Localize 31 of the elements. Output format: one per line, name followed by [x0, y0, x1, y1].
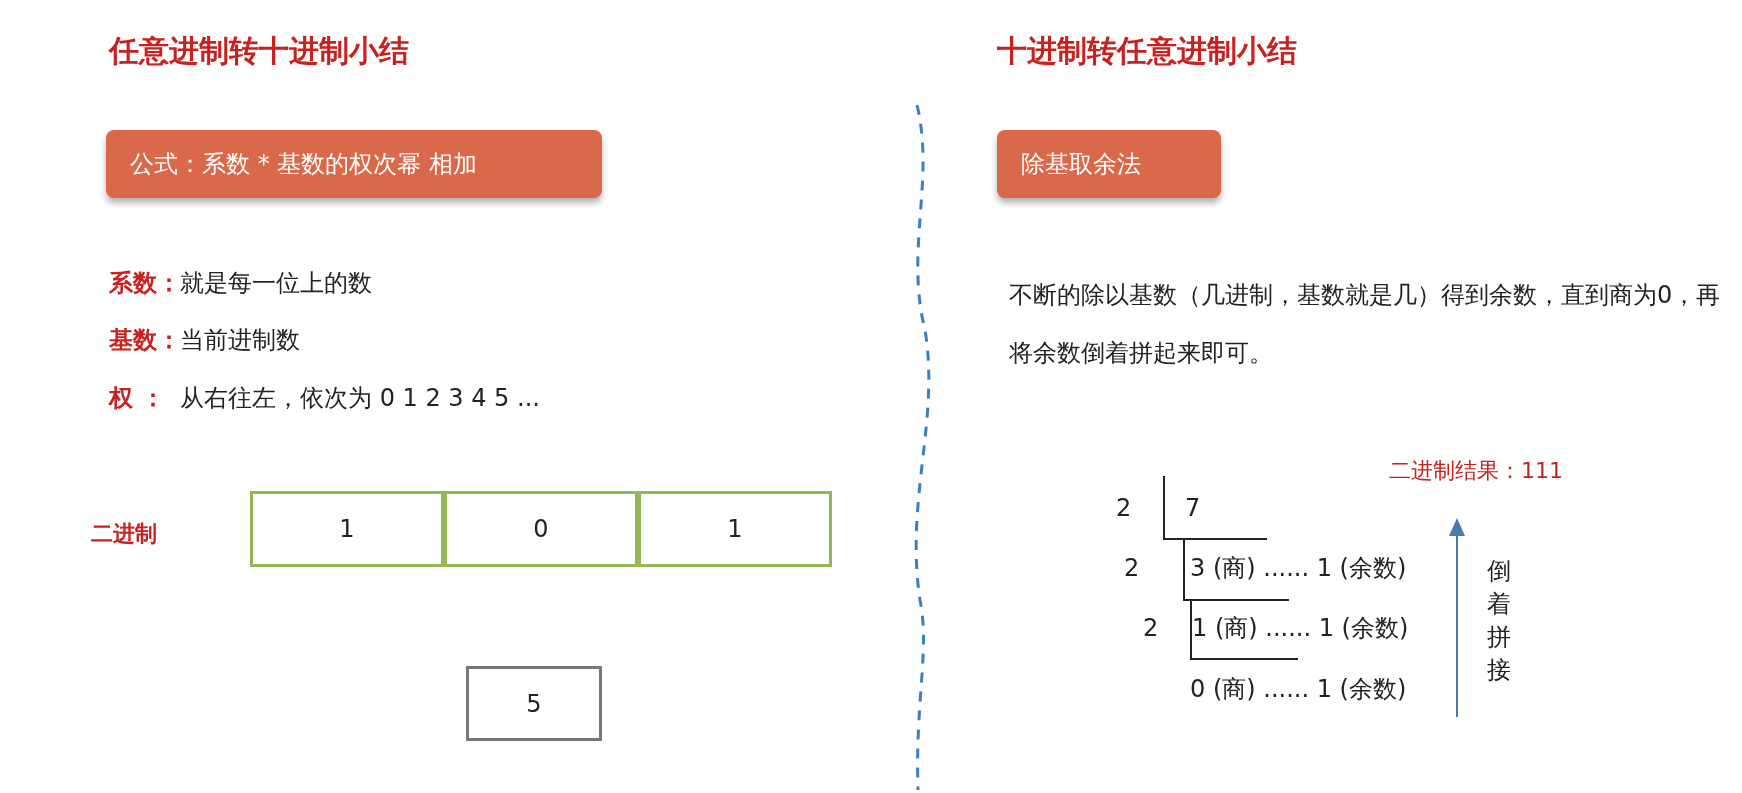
definition-text: 就是每一位上的数 — [180, 268, 372, 298]
box-label: 0 — [533, 515, 549, 543]
term-label: 系数： — [109, 268, 181, 298]
dividend-number: 7 — [1185, 493, 1201, 523]
method-box — [997, 130, 1221, 198]
section-title: 十进制转任意进制小结 — [997, 36, 1297, 66]
box-label: 除基取余法 — [1021, 149, 1141, 180]
definition-text: 当前进制数 — [180, 325, 300, 355]
divisor-number: 2 — [1116, 493, 1132, 523]
box-label: 1 — [339, 515, 355, 543]
section-title: 任意进制转十进制小结 — [109, 36, 409, 66]
digit-cell — [250, 491, 444, 567]
divisor-number: 2 — [1124, 553, 1140, 583]
box-label: 公式：系数 * 基数的权次幂 相加 — [130, 149, 477, 180]
digit-cell — [638, 491, 832, 567]
description-text: 不断的除以基数（几进制，基数就是几）得到余数，直到商为0，再将余数倒着拼起来即可。 — [1009, 280, 1722, 369]
quotient-remainder-text: 0 (商) ...... 1 (余数) — [1190, 674, 1407, 704]
term-label: 权 ： — [109, 383, 166, 413]
result-box — [466, 666, 602, 741]
box-label: 5 — [526, 689, 542, 718]
box-label: 1 — [727, 515, 743, 543]
digit-cell — [444, 491, 638, 567]
term-label: 基数： — [109, 325, 181, 355]
quotient-remainder-text: 1 (商) ...... 1 (余数) — [1192, 613, 1409, 643]
formula-box — [106, 130, 602, 198]
quotient-remainder-text: 3 (商) ...... 1 (余数) — [1190, 553, 1407, 583]
result-label: 二进制结果：111 — [1389, 457, 1563, 485]
definition-text: 从右往左，依次为 0 1 2 3 4 5 ... — [180, 383, 540, 413]
divisor-number: 2 — [1143, 613, 1159, 643]
vertical-note: 倒着拼接 — [1487, 556, 1512, 686]
row-label: 二进制 — [91, 520, 157, 548]
